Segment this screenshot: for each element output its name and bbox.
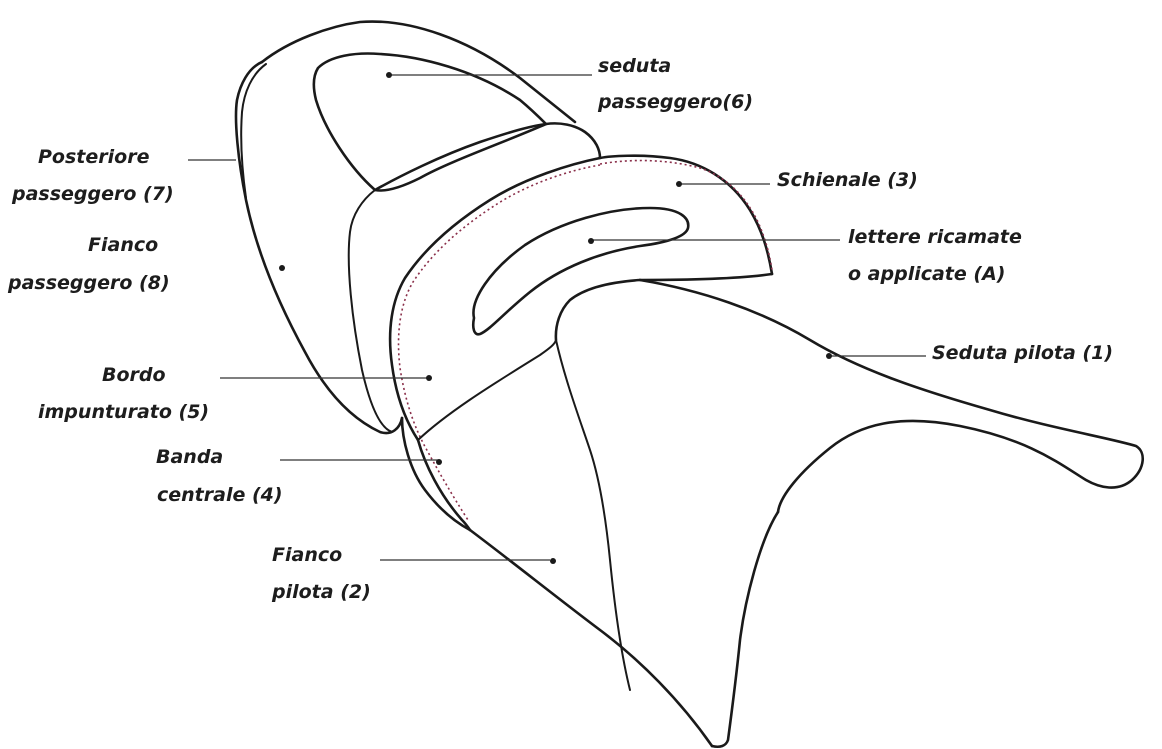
dot-banda-centrale [436,459,442,465]
backrest-band-front [390,158,600,440]
label-fianco-pilota-1: Fianco [272,544,342,566]
central-band-front [418,340,556,440]
label-posteriore-passeggero-1: Posteriore [38,146,150,168]
central-band-inner [418,440,470,530]
label-fianco-passeggero-2: passeggero (8) [7,272,170,294]
dot-fianco-pilota [550,558,556,564]
label-lettere-1: lettere ricamate [848,226,1022,248]
label-banda-centrale-2: centrale (4) [157,484,283,506]
dot-bordo-impunturato [426,375,432,381]
rider-seat-front-top [556,340,630,690]
passenger-rear-edge [241,64,266,198]
backrest-band-outer [546,123,772,274]
passenger-seat-panel [314,54,546,191]
seat-drawing [236,22,1143,747]
label-banda-centrale-1: Banda [156,446,223,468]
label-fianco-passeggero-1: Fianco [88,234,158,256]
label-seduta-passeggero-2: passeggero(6) [597,91,753,113]
central-band-left [402,418,470,530]
label-posteriore-passeggero-2: passeggero (7) [11,183,174,205]
label-seduta-pilota: Seduta pilota (1) [932,342,1113,364]
rider-seat-right [640,280,1143,512]
label-bordo-impunturato-2: impunturato (5) [38,401,209,423]
dot-seduta-pilota [826,353,832,359]
label-schienale: Schienale (3) [777,169,918,191]
leaders [188,72,926,564]
label-bordo-impunturato-1: Bordo [102,364,166,386]
dot-fianco-passeggero [279,265,285,271]
label-lettere-2: o applicate (A) [848,263,1005,285]
rider-seat-side [712,512,778,747]
stitched-edge-top [600,161,772,270]
dot-schienale [676,181,682,187]
label-seduta-passeggero-1: seduta [598,55,671,77]
dot-seduta-passeggero [386,72,392,78]
embroidered-letters-slot [473,208,688,334]
rider-flank-outline [470,530,712,746]
dot-lettere [588,238,594,244]
passenger-flank-line [349,190,392,432]
label-fianco-pilota-2: pilota (2) [271,581,371,603]
labels: seduta passeggero(6) Schienale (3) lette… [7,55,1113,603]
